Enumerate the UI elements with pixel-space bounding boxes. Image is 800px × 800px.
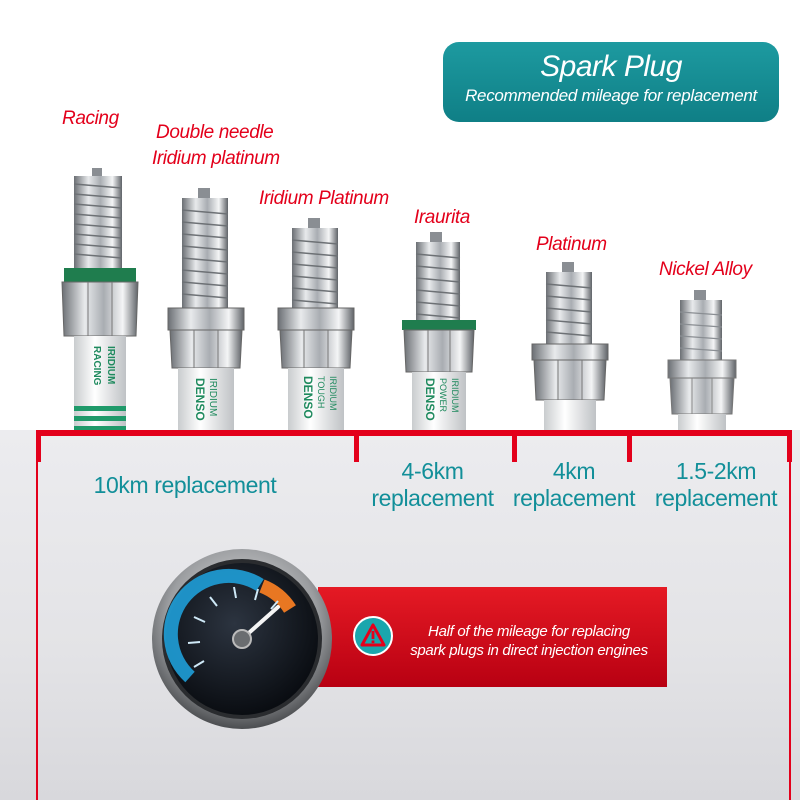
page-subtitle: Recommended mileage for replacement [465, 86, 757, 105]
warning-icon [353, 616, 393, 656]
segment-label-4-6km-line1: 4-6km [401, 458, 464, 484]
timeline-tick [354, 430, 359, 462]
segment-label-4-6km-line2: replacement [371, 485, 494, 511]
segment-label-1-5-2km: 1.5-2km replacement [646, 458, 786, 512]
segment-label-10km: 10km replacement [93, 472, 277, 498]
plug-label-iraurita: Iraurita [414, 207, 470, 228]
notice-text: Half of the mileage for replacing spark … [398, 622, 660, 660]
segment-label-4km-line2: replacement [512, 485, 636, 511]
plug-label-double-needle-line1: Double needle [156, 122, 274, 143]
timeline-tick [36, 430, 41, 462]
plug-label-platinum: Platinum [536, 234, 607, 255]
timeline-tick [627, 430, 632, 462]
speedometer-gauge-icon [152, 549, 332, 729]
svg-text:IRIDIUM: IRIDIUM [450, 378, 460, 413]
spark-plug-racing-icon: IRIDIUM RACING [61, 168, 139, 440]
svg-text:RACING: RACING [91, 346, 102, 386]
timeline-tick [512, 430, 517, 462]
timeline-bar [36, 430, 792, 436]
svg-text:DENSO: DENSO [423, 378, 437, 421]
svg-text:IRIDIUM: IRIDIUM [207, 378, 218, 416]
plug-label-racing: Racing [62, 108, 119, 129]
plug-label-nickel-alloy: Nickel Alloy [659, 259, 752, 280]
spark-plug-iridium-platinum-icon: IRIDIUM TOUGH DENSO [277, 218, 355, 440]
segment-label-4km: 4km replacement [506, 458, 642, 512]
segment-label-1-5-2km-line1: 1.5-2km [675, 458, 757, 484]
svg-text:DENSO: DENSO [301, 376, 315, 419]
plug-label-iridium-platinum: Iridium Platinum [259, 188, 389, 209]
plug-label-double-needle: Double needle Iridium platinum [152, 120, 280, 172]
title-box: Spark Plug Recommended mileage for repla… [443, 42, 779, 122]
notice-text-line2: spark plugs in direct injection engines [410, 642, 648, 659]
segment-label-4km-line1: 4km [552, 458, 596, 484]
spark-plug-nickel-alloy-icon [667, 290, 737, 440]
svg-text:TOUGH: TOUGH [316, 376, 326, 408]
segment-label-1-5-2km-line2: replacement [654, 485, 778, 511]
svg-text:IRIDIUM: IRIDIUM [328, 376, 338, 411]
panel-border-right [789, 436, 791, 800]
plug-label-double-needle-line2: Iridium platinum [152, 148, 280, 169]
spark-plug-platinum-icon [531, 262, 609, 440]
notice-text-line1: Half of the mileage for replacing [428, 623, 630, 640]
spark-plug-double-needle-icon: IRIDIUM DENSO [167, 188, 245, 440]
svg-text:DENSO: DENSO [193, 378, 207, 421]
svg-text:POWER: POWER [438, 378, 448, 413]
segment-label-4-6km: 4-6km replacement [360, 458, 505, 512]
page-title: Spark Plug [540, 50, 682, 83]
spark-plug-iraurita-icon: IRIDIUM POWER DENSO [402, 232, 476, 440]
panel-border-left [36, 436, 38, 800]
svg-text:IRIDIUM: IRIDIUM [105, 346, 116, 384]
